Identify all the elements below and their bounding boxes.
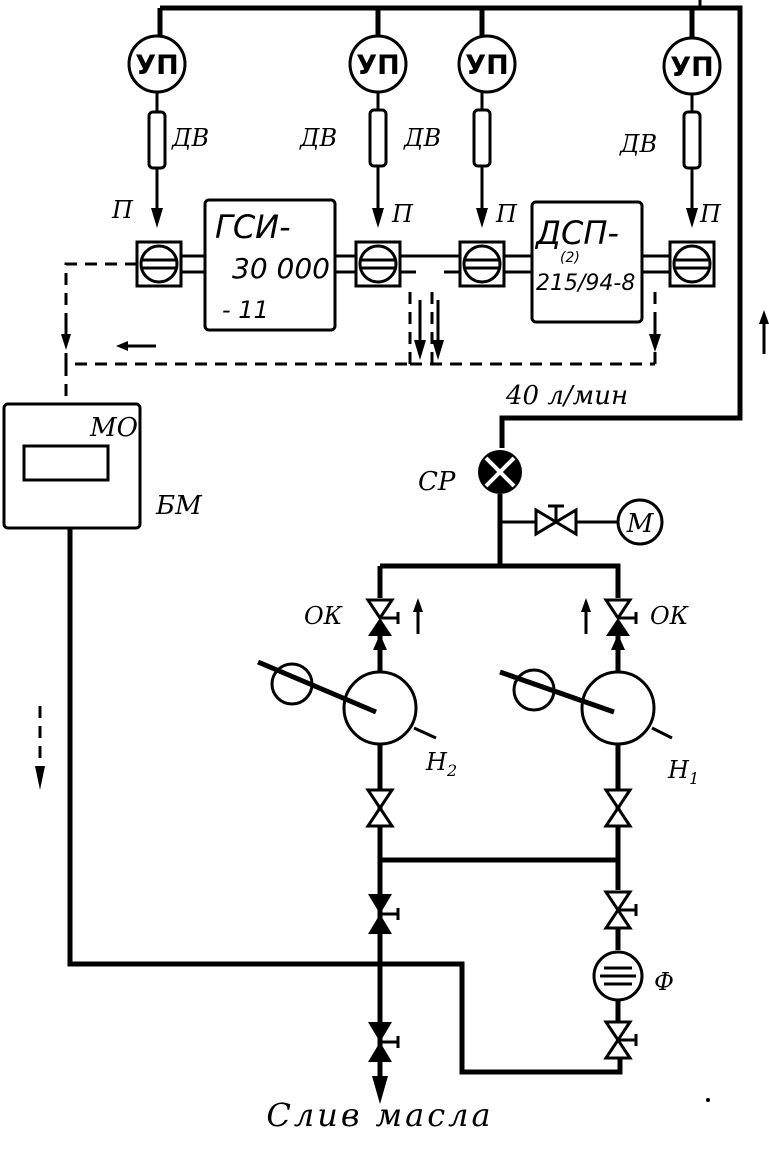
pump-manifold	[377, 494, 621, 598]
ok-label-left: ОК	[304, 602, 344, 630]
up-label: УП	[465, 50, 508, 81]
dv-label-2: ДВ	[299, 124, 337, 152]
mo-cabinet: МО	[2, 402, 142, 530]
dsp-line-2: 215/94-8	[536, 271, 635, 296]
up-unit-2: УП	[348, 34, 408, 94]
gsi-line-1: ГСИ-	[215, 208, 291, 246]
bm-label: БМ	[155, 491, 203, 521]
ok-label-right: ОК	[650, 602, 690, 630]
drain-column	[368, 860, 400, 1104]
pump-h1-branch	[499, 598, 673, 890]
oil-drain-label: Слив масла	[266, 1096, 493, 1134]
gsi-box: ГСИ- 30 000 - 11	[203, 198, 337, 332]
gsi-line-2: 30 000	[232, 252, 330, 285]
p-unit-4	[668, 240, 716, 288]
up-label: УП	[670, 52, 713, 83]
dsp-box: ДСП- (2) 215/94-8	[530, 200, 644, 324]
return-line	[35, 528, 623, 1075]
h2-label: Н2	[425, 748, 457, 780]
shaft-lines	[181, 254, 670, 274]
dsp-line-1: ДСП-	[534, 214, 619, 252]
h1-label: Н1	[667, 756, 699, 788]
up-unit-1: УП	[127, 34, 187, 94]
dashed-drain-lines	[61, 262, 769, 404]
p-unit-1	[135, 240, 183, 288]
mo-label: МО	[89, 413, 138, 443]
pump-h2-branch	[257, 598, 437, 860]
up-label: УП	[135, 50, 178, 81]
flow-rate-label: 40 л/мин	[505, 381, 628, 411]
gsi-line-3: - 11	[222, 296, 269, 324]
p-label-2: П	[391, 200, 414, 228]
filter-column	[592, 890, 644, 1060]
p-unit-3	[458, 240, 506, 288]
dv-label-4: ДВ	[619, 130, 657, 158]
p-label-4: П	[699, 200, 722, 228]
up-unit-3: УП	[457, 34, 517, 94]
dv-label-1: ДВ	[171, 124, 209, 152]
top-supply-line	[157, 0, 743, 448]
sr-regulator	[478, 450, 522, 494]
dv-label-3: ДВ	[403, 124, 441, 152]
p-label-3: П	[495, 200, 518, 228]
up-label: УП	[356, 50, 399, 81]
up-unit-4: УП	[662, 36, 722, 96]
f-label: Ф	[654, 968, 674, 996]
dsp-superscript: (2)	[560, 250, 580, 266]
manometer-branch: М	[500, 498, 664, 546]
p-unit-2	[354, 240, 402, 288]
dv-sensors	[147, 92, 702, 228]
p-label-1: П	[111, 196, 134, 224]
sr-label: СР	[418, 467, 456, 497]
speck	[706, 1098, 710, 1102]
m-label: М	[626, 509, 655, 539]
